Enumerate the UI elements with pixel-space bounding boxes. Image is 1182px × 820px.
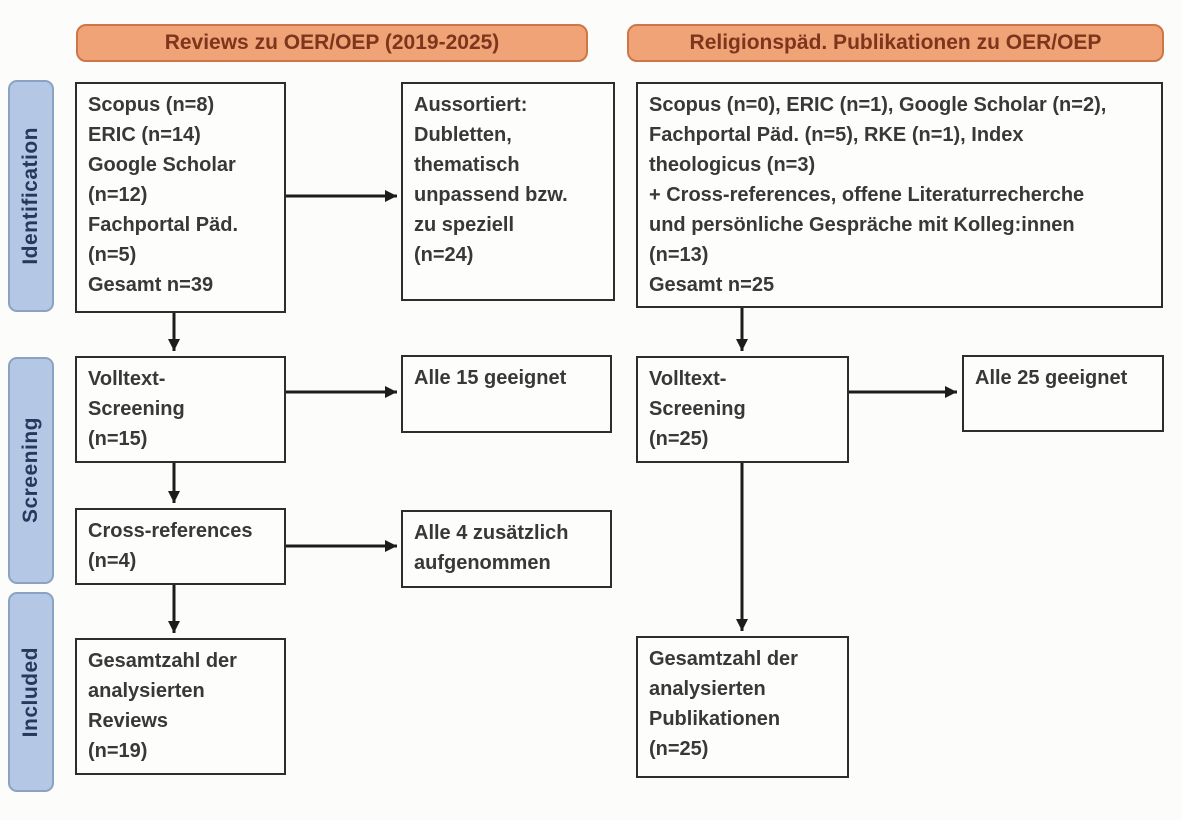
stage-label-screening: Screening xyxy=(8,357,54,584)
column-header-religionspaed: Religionspäd. Publikationen zu OER/OEP xyxy=(627,24,1164,62)
box-left-fulltext-screening: Volltext- Screening (n=15) xyxy=(75,356,286,463)
box-right-identification-sources: Scopus (n=0), ERIC (n=1), Google Scholar… xyxy=(636,82,1163,308)
stage-label-screening-text: Screening xyxy=(19,417,42,524)
box-right-all-eligible: Alle 25 geeignet xyxy=(962,355,1164,432)
box-right-total-analyzed: Gesamtzahl der analysierten Publikatione… xyxy=(636,636,849,778)
box-right-fulltext-screening: Volltext- Screening (n=25) xyxy=(636,356,849,463)
box-left-total-analyzed: Gesamtzahl der analysierten Reviews (n=1… xyxy=(75,638,286,775)
column-header-reviews: Reviews zu OER/OEP (2019-2025) xyxy=(76,24,588,62)
box-left-sorted-out: Aussortiert: Dubletten, thematisch unpas… xyxy=(401,82,615,301)
box-left-all-eligible: Alle 15 geeignet xyxy=(401,355,612,433)
stage-label-included-text: Included xyxy=(19,646,42,738)
box-left-cross-references: Cross-references (n=4) xyxy=(75,508,286,585)
box-left-added: Alle 4 zusätzlich aufgenommen xyxy=(401,510,612,588)
stage-label-included: Included xyxy=(8,592,54,792)
stage-label-identification: Identification xyxy=(8,80,54,312)
stage-label-identification-text: Identification xyxy=(19,127,42,265)
box-left-identification-sources: Scopus (n=8) ERIC (n=14) Google Scholar … xyxy=(75,82,286,313)
